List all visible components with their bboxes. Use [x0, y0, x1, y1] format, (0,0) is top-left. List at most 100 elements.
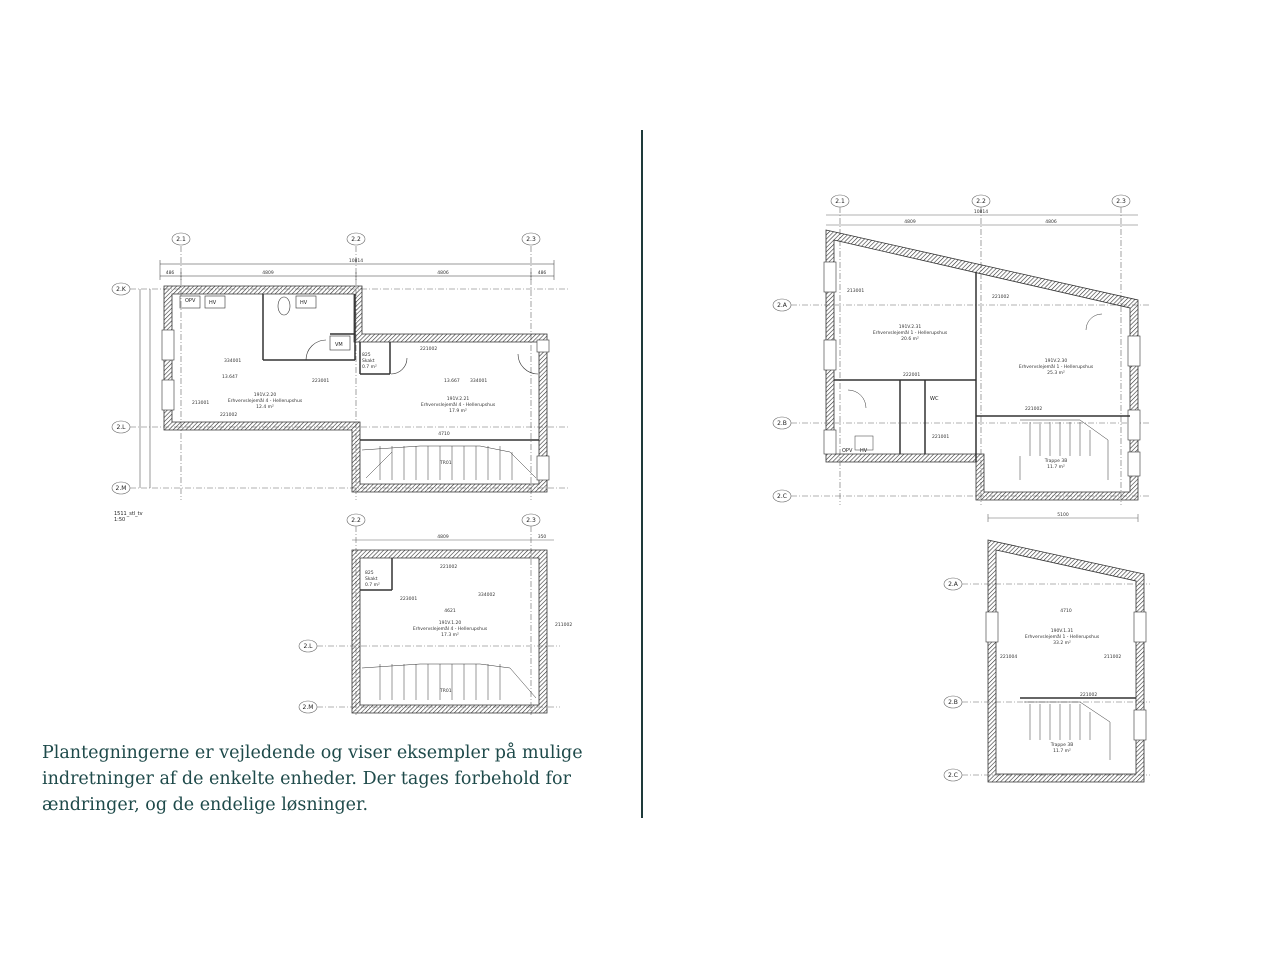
p2-room-area: 17.3 m² — [441, 632, 459, 638]
grid-label-p2-2-l: 2.L — [303, 643, 313, 650]
p3-grid-2-a: 2.A — [777, 302, 788, 309]
p2-tag-221002: 221002 — [440, 564, 457, 570]
p4-a-area: 33.2 m² — [1053, 640, 1071, 646]
p2-room-name: Erhvervslejemål 4 - Hellerupshus — [413, 625, 488, 632]
label-vm: VM — [335, 342, 343, 348]
p2-shaft-area: 0.7 m² — [365, 582, 380, 588]
plan-scale: 1:50 — [114, 517, 125, 523]
p3-grid-2-1: 2.1 — [835, 198, 845, 205]
label-opv: OPV — [185, 298, 196, 304]
p3-tag-213001: 213001 — [847, 288, 864, 294]
grid-label-p2-2-m: 2.M — [303, 704, 314, 711]
room-b-name: Erhvervslejemål 4 - Hellerupshus — [421, 401, 496, 408]
p3-grid-2-2: 2.2 — [976, 198, 986, 205]
interior-walls — [262, 294, 539, 441]
p4-stair-area: 11.7 m² — [1053, 748, 1071, 754]
stair-plan-4 — [1024, 701, 1111, 760]
p4-dim: 4710 — [1060, 608, 1072, 614]
p4-dim-1: 5100 — [1057, 512, 1069, 518]
p4-a-name: Erhvervslejemål 1 - Hellerupshus — [1025, 633, 1100, 640]
p4-tag-221004: 221004 — [1000, 654, 1017, 660]
dimension-lines — [139, 260, 555, 488]
stair-tr01: TR01 — [439, 460, 452, 466]
room-a-id: 191V.2.20 — [254, 392, 277, 398]
tag-13667: 13.667 — [444, 378, 460, 384]
p3-b-name: Erhvervslejemål 1 - Hellerupshus — [1019, 363, 1094, 370]
dim-4710: 4710 — [438, 431, 450, 437]
grid-label-2-1: 2.1 — [176, 236, 186, 243]
p3-b-area: 25.3 m² — [1047, 370, 1065, 376]
p3-grid-2-b: 2.B — [777, 420, 787, 427]
p4-grid-2-b: 2.B — [948, 699, 958, 706]
p2-shaft-name: Skakt — [365, 576, 378, 582]
grid-label-2-3: 2.3 — [526, 236, 536, 243]
dim-4: 486 — [538, 270, 547, 276]
grid-label-2-2: 2.2 — [351, 236, 361, 243]
p3-hv: HV — [860, 448, 868, 454]
tag-213001: 213001 — [192, 400, 209, 406]
caption-line-3: ændringer, og de endelige løsninger. — [42, 795, 369, 815]
p3-grid-2-3: 2.3 — [1116, 198, 1126, 205]
tag-334001: 334001 — [224, 358, 241, 364]
p2-stair: TR01 — [439, 688, 452, 694]
column-divider — [641, 130, 643, 818]
p2-room-id: 191V.1.20 — [439, 620, 462, 626]
tag-334001-b: 334001 — [470, 378, 487, 384]
room-a-area: 12.4 m² — [256, 404, 274, 410]
walls-2 — [351, 549, 548, 714]
p4-tag-211002: 211002 — [1104, 654, 1121, 660]
grid-axes-2 — [298, 513, 560, 715]
label-hv-1: HV — [209, 300, 217, 306]
p4-grid-2-a: 2.A — [948, 581, 959, 588]
windows — [161, 329, 550, 481]
p2-tag-211002: 211002 — [555, 622, 572, 628]
p2-dim: 4621 — [444, 608, 456, 614]
p2-tag-223001: 223001 — [400, 596, 417, 602]
dim-2: 4809 — [262, 270, 274, 276]
room-b-id: 191V.2.21 — [447, 396, 470, 402]
grid-label-p2-2-3: 2.3 — [526, 517, 536, 524]
disclaimer-caption: Plantegningerne er vejledende og viser e… — [42, 740, 602, 818]
grid-label-2-l: 2.L — [116, 424, 126, 431]
p2-dim-2: 350 — [538, 534, 547, 540]
stair-plan-3 — [847, 313, 1109, 480]
room-b-area: 17.9 m² — [449, 408, 467, 414]
grid-axes-3 — [772, 194, 1150, 505]
tag-221002-a: 221002 — [220, 412, 237, 418]
p3-a-id: 191V.2.31 — [899, 324, 922, 330]
dim-total: 10814 — [349, 258, 363, 264]
caption-line-1: Plantegningerne er vejledende og viser e… — [42, 743, 583, 763]
p3-a-name: Erhvervslejemål 1 - Hellerupshus — [873, 329, 948, 336]
plan-3: 2.1 2.2 2.3 2.A 2.B 2.C 10814 4809 4806 — [772, 194, 1150, 505]
stair-plan-2 — [361, 663, 537, 700]
tag-223001: 223001 — [312, 378, 329, 384]
p4-stair-id: Trappe 3B — [1050, 742, 1074, 748]
p3-tag-221002: 221002 — [992, 294, 1009, 300]
interior-walls-2 — [360, 558, 393, 591]
p3-tag-221001: 221001 — [932, 434, 949, 440]
p3-wc: WC — [930, 396, 939, 402]
p3-tag-221002-b: 221002 — [1025, 406, 1042, 412]
label-hv-2: HV — [300, 300, 308, 306]
plan-title: 1511_stl_tv — [114, 511, 143, 517]
fixtures — [179, 295, 539, 375]
interior-walls-3 — [834, 272, 1130, 462]
p3-tag-222001: 222001 — [903, 372, 920, 378]
grid-label-2-k: 2.K — [116, 286, 127, 293]
p2-dim-1: 4809 — [437, 534, 449, 540]
p2-tag-334002: 334002 — [478, 592, 495, 598]
p3-stair-area: 11.7 m² — [1047, 464, 1065, 470]
plan-1: 2.1 2.2 2.3 2.K 2.L 2.M 10814 486 — [111, 232, 570, 523]
p3-dim-2: 4806 — [1045, 219, 1057, 225]
room-a-name: Erhvervslejemål 4 - Hellerupshus — [228, 397, 303, 404]
shaft-name: Skakt — [362, 358, 375, 364]
shaft-id: 825 — [362, 352, 371, 358]
p3-opv: OPV — [842, 448, 853, 454]
p4-grid-2-c: 2.C — [948, 772, 958, 779]
walls-4 — [987, 539, 1145, 783]
walls — [163, 285, 548, 493]
p3-b-id: 191V.2.30 — [1045, 358, 1068, 364]
p3-grid-2-c: 2.C — [777, 493, 787, 500]
p2-shaft-id: 825 — [365, 570, 374, 576]
